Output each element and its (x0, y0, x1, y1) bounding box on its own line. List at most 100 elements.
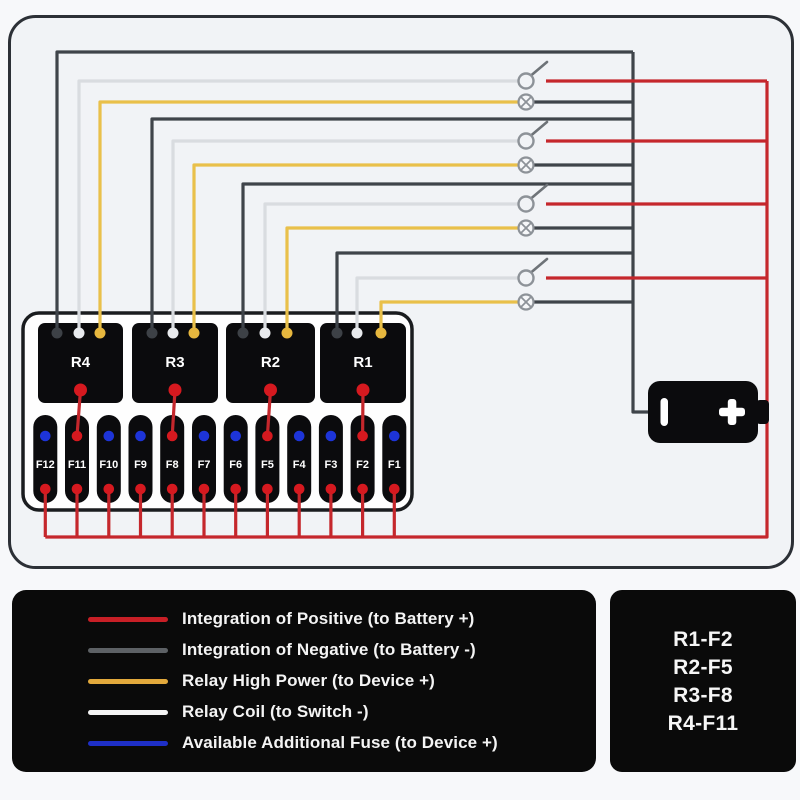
mapping-line: R2-F5 (673, 655, 733, 679)
wire-power-r3 (192, 163, 518, 333)
fuse-bottom-dot-f9 (135, 483, 146, 495)
terminal-output-r1 (356, 383, 370, 397)
fuse-block-f11 (65, 415, 89, 503)
switch-icon-1 (517, 60, 549, 90)
fuse-top-dot-f3 (325, 430, 337, 442)
fuse-terminals (40, 430, 400, 495)
relay-terminals (51, 327, 387, 397)
fuse-bottom-dot-f8 (166, 483, 178, 495)
terminal-negative-r1 (331, 327, 343, 339)
mapping-line: R4-F11 (667, 711, 739, 735)
fuse-label: F12 (36, 459, 55, 471)
terminal-coil-r1 (351, 327, 363, 339)
fuse-bottom-dot-f2 (357, 483, 368, 495)
fuse-label: F11 (68, 459, 86, 471)
fuse-label: F6 (229, 459, 242, 471)
fuse-top-dot-f8 (166, 430, 178, 442)
legend-label: Integration of Negative (to Battery -) (182, 640, 476, 659)
legend-item-additional-fuse: Available Additional Fuse (to Device +) (12, 732, 596, 754)
terminal-coil-r2 (259, 327, 271, 339)
high-power-wires (98, 100, 518, 333)
wire-negative-r4 (55, 50, 633, 333)
fuse-label: F7 (198, 459, 211, 471)
terminal-output-r3 (168, 383, 182, 397)
relay-block-r2 (226, 323, 315, 403)
wire-negative-r2 (241, 182, 633, 333)
terminal-negative-r2 (237, 327, 249, 339)
fuse-top-dot-f6 (230, 430, 241, 442)
lamp-symbols (517, 93, 535, 311)
battery-body (648, 381, 758, 443)
wire-negative-r1 (335, 251, 633, 333)
fuse-label: F10 (99, 459, 118, 471)
fuse-label: F8 (166, 459, 179, 471)
wire-negative-r3 (150, 117, 633, 333)
negative-wires (55, 50, 650, 414)
terminal-coil-r3 (167, 327, 179, 339)
switch-icon-2 (517, 120, 549, 150)
fuse-top-dot-f11 (71, 430, 83, 442)
block-labels: R4 R3 R2 R1 F12 F11 F10 F9 F8 F7 F6 F5 F… (36, 354, 401, 471)
legend-label: Relay High Power (to Device +) (182, 671, 435, 690)
fuse-block-f8 (160, 415, 185, 503)
fuse-block-f7 (192, 415, 216, 503)
fuse-label: F9 (134, 459, 147, 471)
fuse-bottom-dot-f3 (325, 483, 337, 495)
fuse-top-dot-f2 (357, 430, 368, 442)
wire-coil-r2 (263, 202, 518, 333)
relay-label: R2 (261, 354, 280, 371)
legend-panel: Integration of Positive (to Battery +) I… (12, 590, 596, 772)
fuse-block-f6 (223, 415, 248, 503)
relay-label: R3 (165, 354, 184, 371)
terminal-power-r3 (188, 327, 200, 339)
switch-symbols (517, 60, 549, 287)
legend-color-line-red (88, 616, 168, 622)
terminal-coil-r4 (73, 327, 85, 339)
terminal-output-r2 (264, 383, 277, 397)
fuse-label: F1 (388, 459, 401, 471)
fuse-block-f10 (96, 415, 121, 503)
fuse-top-dot-f1 (389, 430, 400, 442)
fuse-top-dot-f4 (293, 430, 305, 442)
fuse-block-f4 (287, 415, 312, 503)
terminal-power-r1 (375, 327, 387, 339)
fuse-label: F3 (324, 459, 337, 471)
wire-power-r2 (285, 226, 518, 333)
wire-coil-r4 (77, 79, 518, 333)
relay-block-r3 (132, 323, 218, 403)
switch-icon-4 (517, 257, 549, 287)
wire-positive-bus (45, 81, 769, 539)
fuse-bottom-dot-f12 (40, 483, 51, 495)
wire-relay-r2-to-f5 (265, 389, 273, 437)
fuse-block-f1 (382, 415, 407, 503)
wire-relay-r4-to-f11 (75, 389, 83, 437)
fuse-block-f9 (128, 415, 153, 503)
fuse-bottom-dot-f7 (198, 483, 210, 495)
coil-wires (77, 79, 518, 333)
fuse-bottom-dot-f5 (262, 483, 273, 495)
wire-relay-r3-to-f8 (170, 389, 177, 437)
battery-plus-icon (719, 399, 745, 425)
fuse-bottom-dot-f10 (103, 483, 115, 495)
switch-icon-3 (517, 183, 549, 213)
legend-color-line-yellow (88, 678, 168, 684)
fuse-top-dot-f5 (262, 430, 273, 442)
relay-label: R4 (71, 354, 91, 371)
legend-color-line-gray (88, 647, 168, 653)
terminal-negative-r4 (51, 327, 63, 339)
fuse-blocks (33, 415, 407, 503)
wire-coil-r3 (171, 139, 518, 333)
legend-item-positive: Integration of Positive (to Battery +) (12, 608, 596, 630)
fuse-bottom-dot-f4 (293, 483, 305, 495)
fuse-top-dot-f9 (135, 430, 146, 442)
terminal-power-r4 (94, 327, 106, 339)
fuse-block-f3 (318, 415, 343, 503)
legend-item-negative: Integration of Negative (to Battery -) (12, 639, 596, 661)
relay-block-r4 (38, 323, 123, 403)
relay-fuse-mapping-panel: R1-F2 R2-F5 R3-F8 R4-F11 (610, 590, 796, 772)
mapping-line: R1-F2 (673, 627, 733, 651)
battery (648, 381, 769, 443)
fuse-block-f5 (255, 415, 280, 503)
legend-label: Available Additional Fuse (to Device +) (182, 733, 498, 752)
